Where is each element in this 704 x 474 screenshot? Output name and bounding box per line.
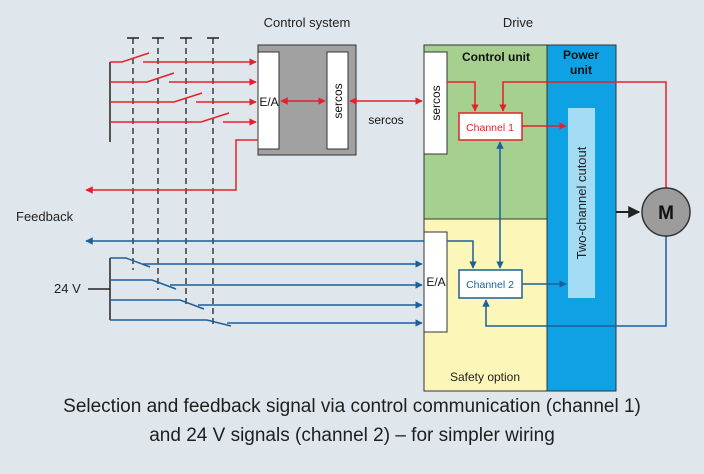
safety-option-label: Safety option <box>450 370 520 384</box>
channel1-box <box>458 112 523 141</box>
control-unit-label: Control unit <box>462 50 530 64</box>
caption-line1: Selection and feedback signal via contro… <box>63 396 641 417</box>
channel1-lines <box>85 52 667 194</box>
control-system-ea-box <box>257 51 280 150</box>
control-system-label: Control system <box>264 15 351 30</box>
voltage-label: 24 V <box>54 281 81 296</box>
drive-sercos-label: sercos <box>429 85 443 120</box>
caption-line2: and 24 V signals (channel 2) – for simpl… <box>149 425 555 446</box>
power-unit-label-line2: unit <box>570 63 592 77</box>
caption: Selection and feedback signal via contro… <box>0 392 704 450</box>
two-channel-cutout-block <box>568 108 595 298</box>
sercos-link-label: sercos <box>368 113 403 127</box>
channel2-lines <box>85 141 667 327</box>
motor-label: M <box>658 203 674 224</box>
supply-bus <box>88 62 111 320</box>
drive-ea-box <box>423 231 448 333</box>
channel2-box <box>458 269 523 299</box>
control-system-sercos-label: sercos <box>331 83 345 118</box>
drive-label: Drive <box>503 15 533 30</box>
channel1-label: Channel 1 <box>466 122 514 134</box>
channel2-label: Channel 2 <box>466 279 514 291</box>
drive-sercos-box <box>423 51 448 155</box>
feedback-label: Feedback <box>16 209 74 224</box>
two-channel-cutout-label: Two-channel cutout <box>574 146 589 259</box>
switch-linkages <box>132 38 214 326</box>
motor-circle <box>641 187 691 237</box>
control-system-ea-label: E/A <box>259 95 278 109</box>
control-system-sercos-box <box>326 51 349 150</box>
power-unit-label-line1: Power <box>563 48 599 62</box>
drive-ea-label: E/A <box>426 275 445 289</box>
